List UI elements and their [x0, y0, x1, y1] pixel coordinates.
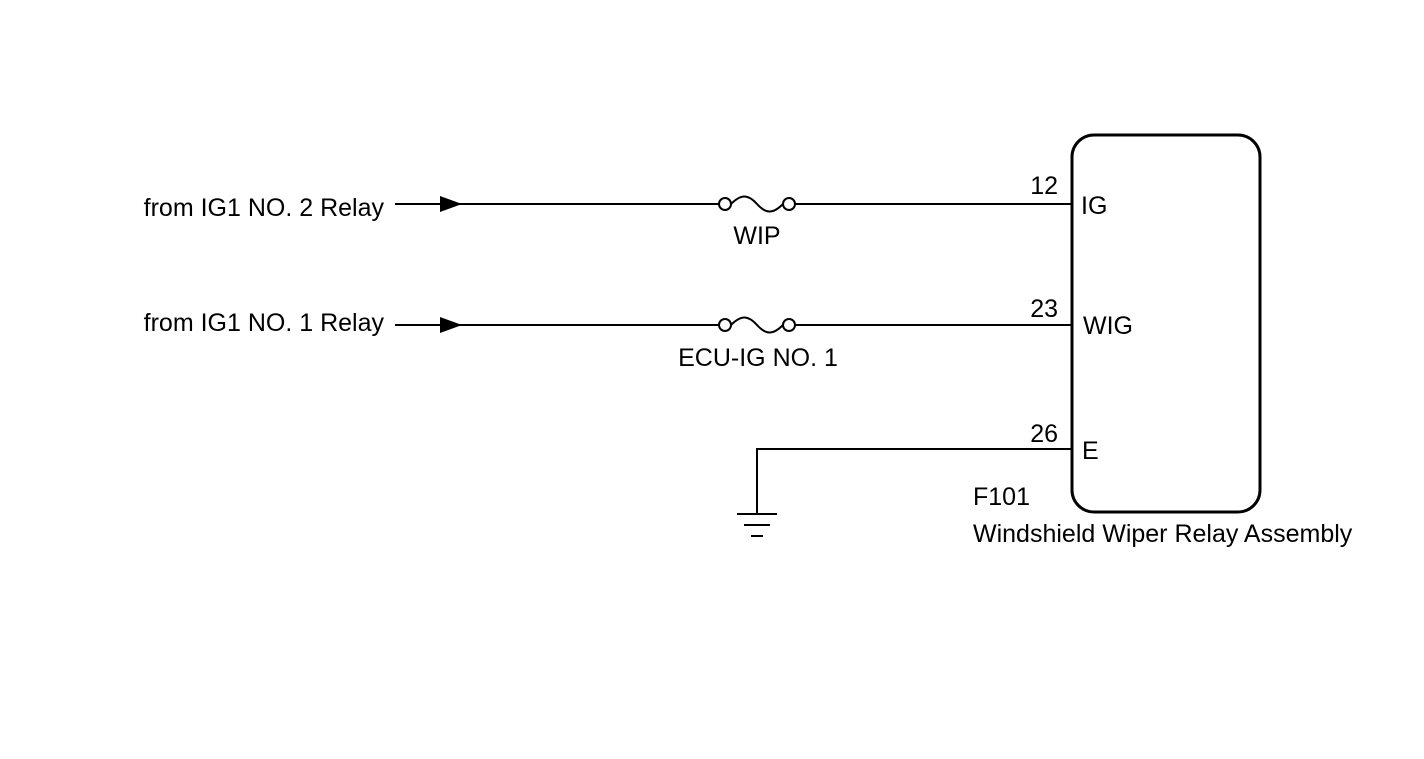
pin-number-23: 23 [1030, 295, 1058, 323]
source-label-ig1-no1: from IG1 NO. 1 Relay [144, 309, 385, 337]
pin-label-e: E [1082, 437, 1099, 465]
fuse-icon-ecu-ig-no1 [718, 316, 796, 334]
fuse-label-ecu-ig-no1: ECU-IG NO. 1 [678, 344, 838, 372]
pin-label-ig: IG [1081, 192, 1107, 220]
fuse-icon-wip [718, 195, 796, 213]
wire-ground [756, 448, 1072, 513]
circuit-ig: from IG1 NO. 2 Relay WIP 12 IG [144, 172, 1108, 250]
component-code: F101 [973, 483, 1030, 511]
pin-number-12: 12 [1030, 172, 1058, 200]
relay-assembly-box [1070, 133, 1262, 514]
circuit-ground: 26 E [737, 420, 1099, 537]
component-name: Windshield Wiper Relay Assembly [973, 520, 1353, 548]
arrow-icon-ig [440, 196, 462, 212]
source-label-ig1-no2: from IG1 NO. 2 Relay [144, 194, 385, 222]
ground-icon [737, 513, 777, 537]
circuit-wig: from IG1 NO. 1 Relay ECU-IG NO. 1 23 WIG [144, 295, 1133, 372]
pin-number-26: 26 [1030, 420, 1058, 448]
arrow-icon-wig [440, 317, 462, 333]
fuse-label-wip: WIP [733, 222, 780, 250]
pin-label-wig: WIG [1083, 312, 1133, 340]
